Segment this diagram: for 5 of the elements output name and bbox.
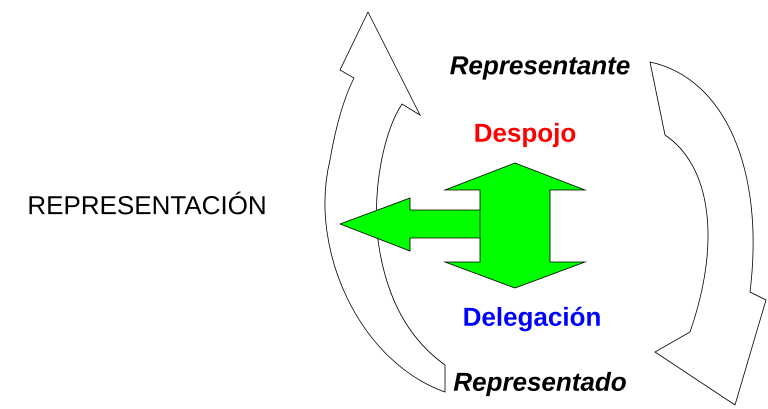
word-label: REPRESENTACIÓN xyxy=(29,192,265,214)
word-label: Representado xyxy=(454,372,626,396)
word-label: Despojo xyxy=(475,122,576,148)
word-label: Representante xyxy=(450,56,630,80)
word-label: Delegación xyxy=(464,306,600,332)
